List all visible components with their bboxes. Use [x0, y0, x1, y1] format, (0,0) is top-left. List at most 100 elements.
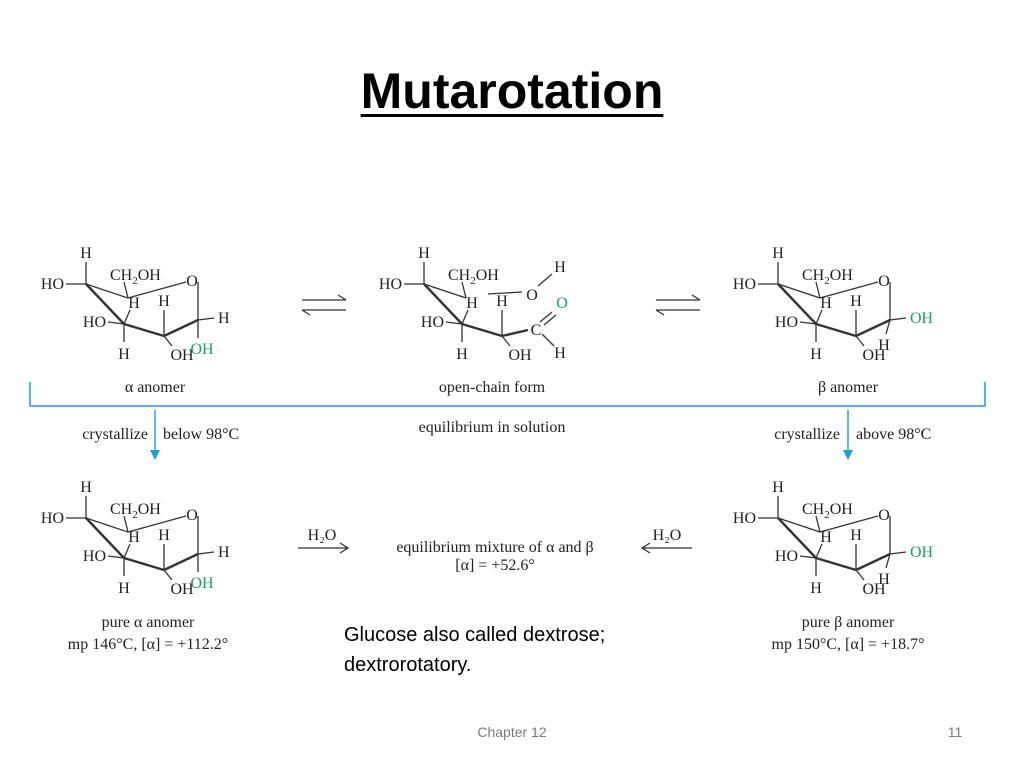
pure-beta-caption: pure β anomer [802, 614, 895, 631]
atom-label: HO [733, 276, 756, 293]
bond [107, 555, 125, 559]
crystallize-arrow-right [843, 410, 853, 460]
bond [799, 321, 817, 325]
atom-label: H [118, 346, 130, 363]
bond [885, 553, 891, 569]
bond [855, 318, 891, 338]
atom-label: H [772, 479, 784, 496]
atom-label: OH [190, 575, 214, 592]
bond [815, 556, 857, 572]
above-temp-label: above 98°C [856, 426, 931, 443]
atom-label: O [186, 507, 198, 524]
atom-label: HO [733, 510, 756, 527]
pure-alpha-caption: pure α anomer [102, 614, 195, 631]
atom-label: OH [910, 544, 934, 561]
equilibrium-label: equilibrium in solution [419, 419, 566, 436]
atom-label: H [118, 580, 130, 597]
atom-label: O [556, 295, 568, 312]
pure-beta-properties: mp 150°C, [α] = +18.7° [772, 636, 925, 653]
crystallize-label-left: crystallize [82, 426, 148, 443]
atom-label: OH [862, 347, 886, 364]
bond [127, 515, 187, 533]
bond [487, 291, 523, 295]
atom-label: HO [41, 510, 64, 527]
atom-label: H [820, 295, 832, 312]
water-arrow-right [640, 542, 692, 554]
atom-label: OH [170, 581, 194, 598]
bond [163, 552, 199, 572]
below-temp-label: below 98°C [163, 426, 239, 443]
atom-label: H [850, 527, 862, 544]
atom-label: H [554, 345, 566, 362]
bond [197, 317, 215, 321]
bond [777, 517, 817, 559]
atom-label: H [810, 346, 822, 363]
bond [127, 281, 187, 299]
bond [815, 543, 823, 559]
bond [819, 515, 879, 533]
open-chain-caption: open-chain form [439, 379, 546, 396]
bond [541, 333, 555, 347]
atom-label: H [80, 245, 92, 262]
atom-label: H [128, 529, 140, 546]
bond [123, 556, 165, 572]
bond [815, 322, 857, 338]
bond [815, 515, 821, 533]
atom-label: H [772, 245, 784, 262]
bond [85, 517, 125, 559]
bond [543, 314, 557, 326]
beta-anomer-caption: β anomer [818, 379, 879, 396]
bond [501, 328, 529, 338]
atom-label: O [186, 273, 198, 290]
bond [123, 515, 129, 533]
atom-label: OH [190, 341, 214, 358]
atom-label: H [810, 580, 822, 597]
atom-label: HO [379, 276, 402, 293]
atom-label: HO [83, 314, 106, 331]
atom-label: O [878, 273, 890, 290]
atom-label: H [218, 544, 230, 561]
bond [537, 273, 553, 287]
bond [855, 569, 865, 581]
atom-label: H [418, 245, 430, 262]
ch2oh-label: CH2OH [802, 267, 853, 287]
crystallize-arrow-left [150, 410, 160, 460]
atom-label: O [878, 507, 890, 524]
bond [163, 318, 199, 338]
ch2oh-label: CH2OH [448, 267, 499, 287]
bond [461, 322, 503, 338]
atom-label: H [878, 571, 890, 588]
equilibrium-mixture-label: equilibrium mixture of α and β [396, 539, 593, 556]
bond [855, 552, 891, 572]
atom-label: H [554, 259, 566, 276]
bond [163, 335, 173, 347]
bond [889, 551, 907, 555]
water-label-left: H₂O [308, 527, 337, 544]
slide-title: Mutarotation [360, 63, 664, 119]
bond [85, 283, 129, 299]
bond [123, 309, 131, 325]
bond [197, 551, 215, 555]
bond [539, 311, 553, 323]
bond [855, 335, 865, 347]
atom-label: H [80, 479, 92, 496]
atom-label: C [531, 322, 542, 339]
footer-chapter: Chapter 12 [477, 724, 547, 740]
atom-label: H [158, 527, 170, 544]
ch2oh-label: CH2OH [802, 501, 853, 521]
bond [815, 309, 823, 325]
water-label-right: H₂O [653, 527, 682, 544]
bond [163, 569, 173, 581]
bond [501, 335, 511, 347]
atom-label: OH [170, 347, 194, 364]
bond [85, 283, 125, 325]
ch2oh-label: CH2OH [110, 501, 161, 521]
atom-label: OH [508, 347, 532, 364]
atom-label: H [218, 310, 230, 327]
atom-label: O [526, 287, 538, 304]
bond [123, 281, 129, 299]
bond [423, 283, 467, 299]
